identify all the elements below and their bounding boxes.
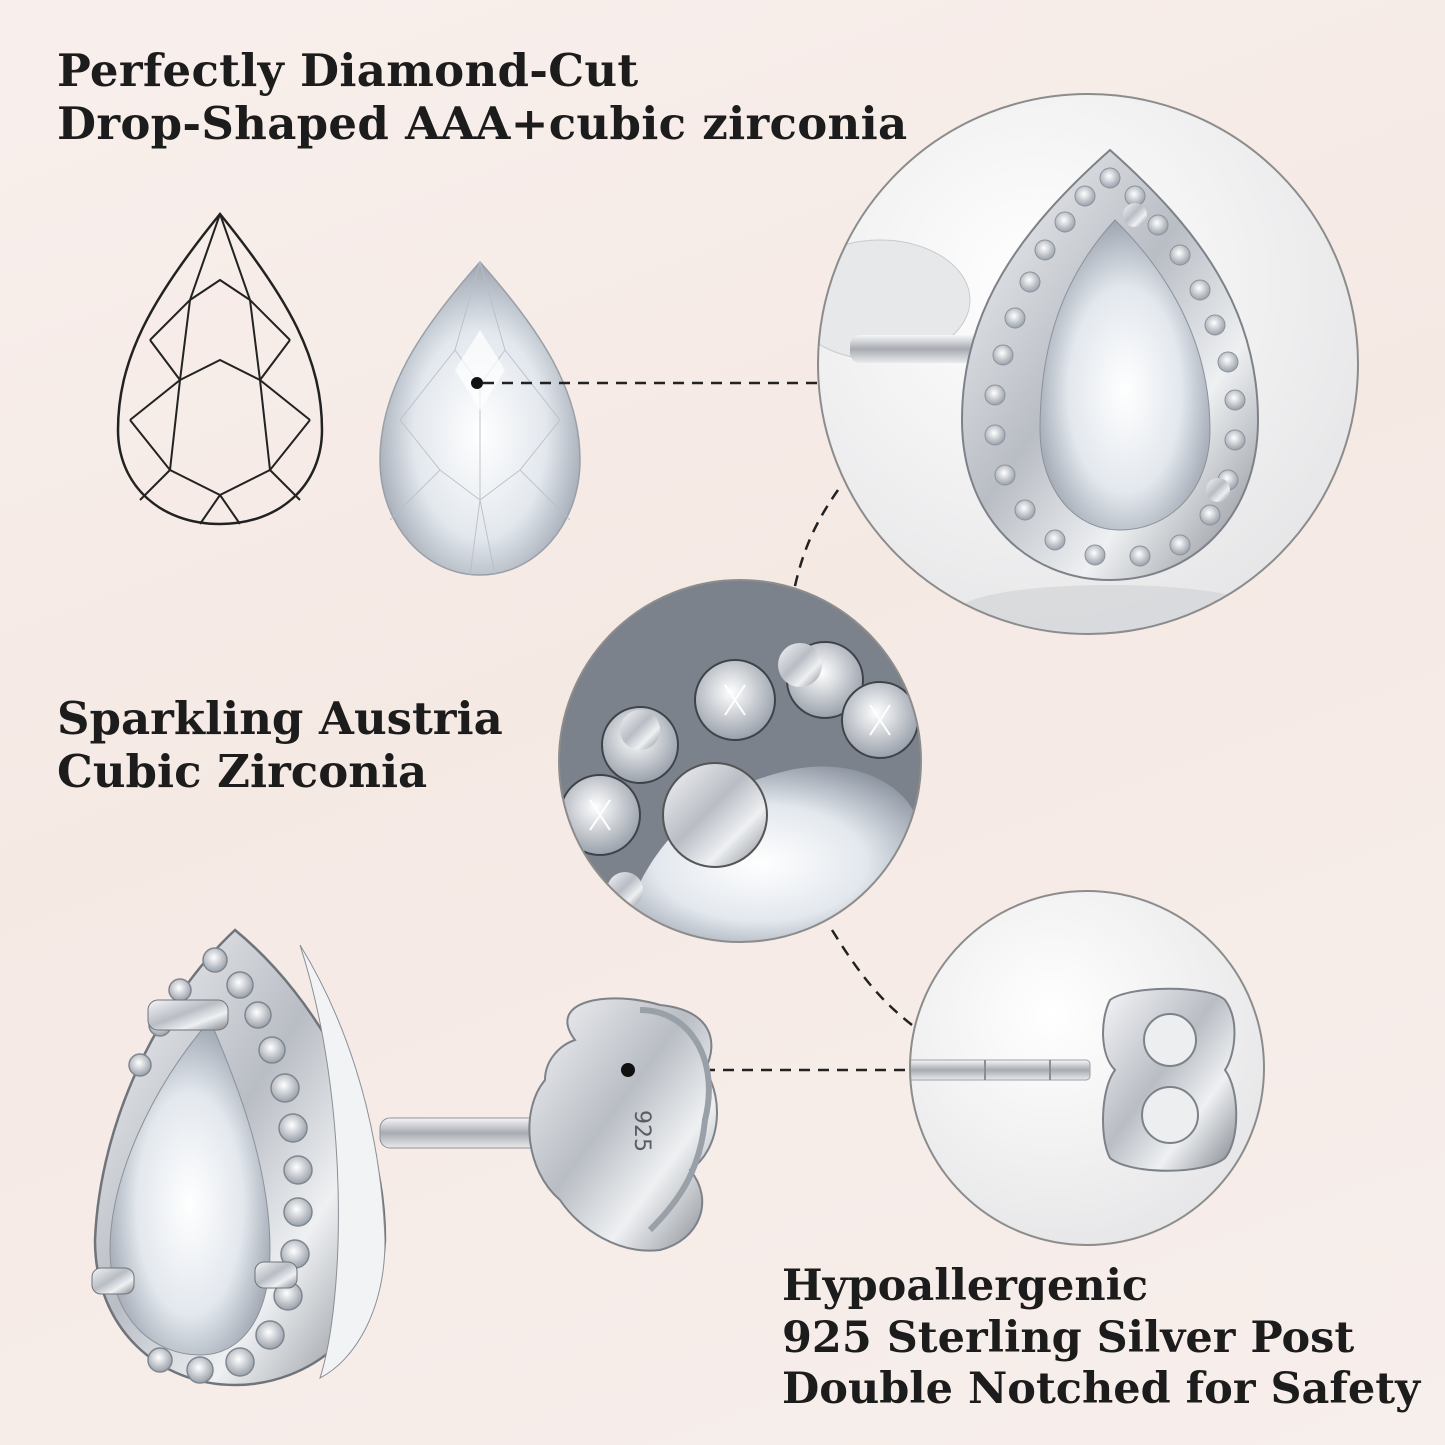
- pear-cut-diagram: [116, 212, 324, 526]
- feature-sparkle-heading: Sparkling Austria Cubic Zirconia: [57, 692, 503, 798]
- feature-cut-heading: Perfectly Diamond-Cut Drop-Shaped AAA+cu…: [57, 44, 907, 150]
- feature-cut-line1: Perfectly Diamond-Cut: [57, 44, 639, 97]
- stud-earring-side-view: 925: [91, 928, 718, 1387]
- closeup-post-circle: [909, 890, 1265, 1246]
- feature-post-heading: Hypoallergenic 925 Sterling Silver Post …: [782, 1261, 1420, 1416]
- closeup-stud-circle: [817, 93, 1359, 635]
- feature-post-line2: 925 Sterling Silver Post: [782, 1312, 1355, 1363]
- feature-post-line3: Double Notched for Safety: [782, 1364, 1421, 1415]
- closeup-sparkle-circle: [558, 579, 922, 943]
- loose-pear-gemstone: [379, 260, 581, 576]
- feature-sparkle-line1: Sparkling Austria: [57, 692, 503, 745]
- feature-cut-line2: Drop-Shaped AAA+cubic zirconia: [57, 97, 908, 151]
- feature-sparkle-line2: Cubic Zirconia: [57, 745, 428, 799]
- silver-mark-stamp: 925: [629, 1110, 654, 1152]
- feature-post-line1: Hypoallergenic: [782, 1261, 1149, 1311]
